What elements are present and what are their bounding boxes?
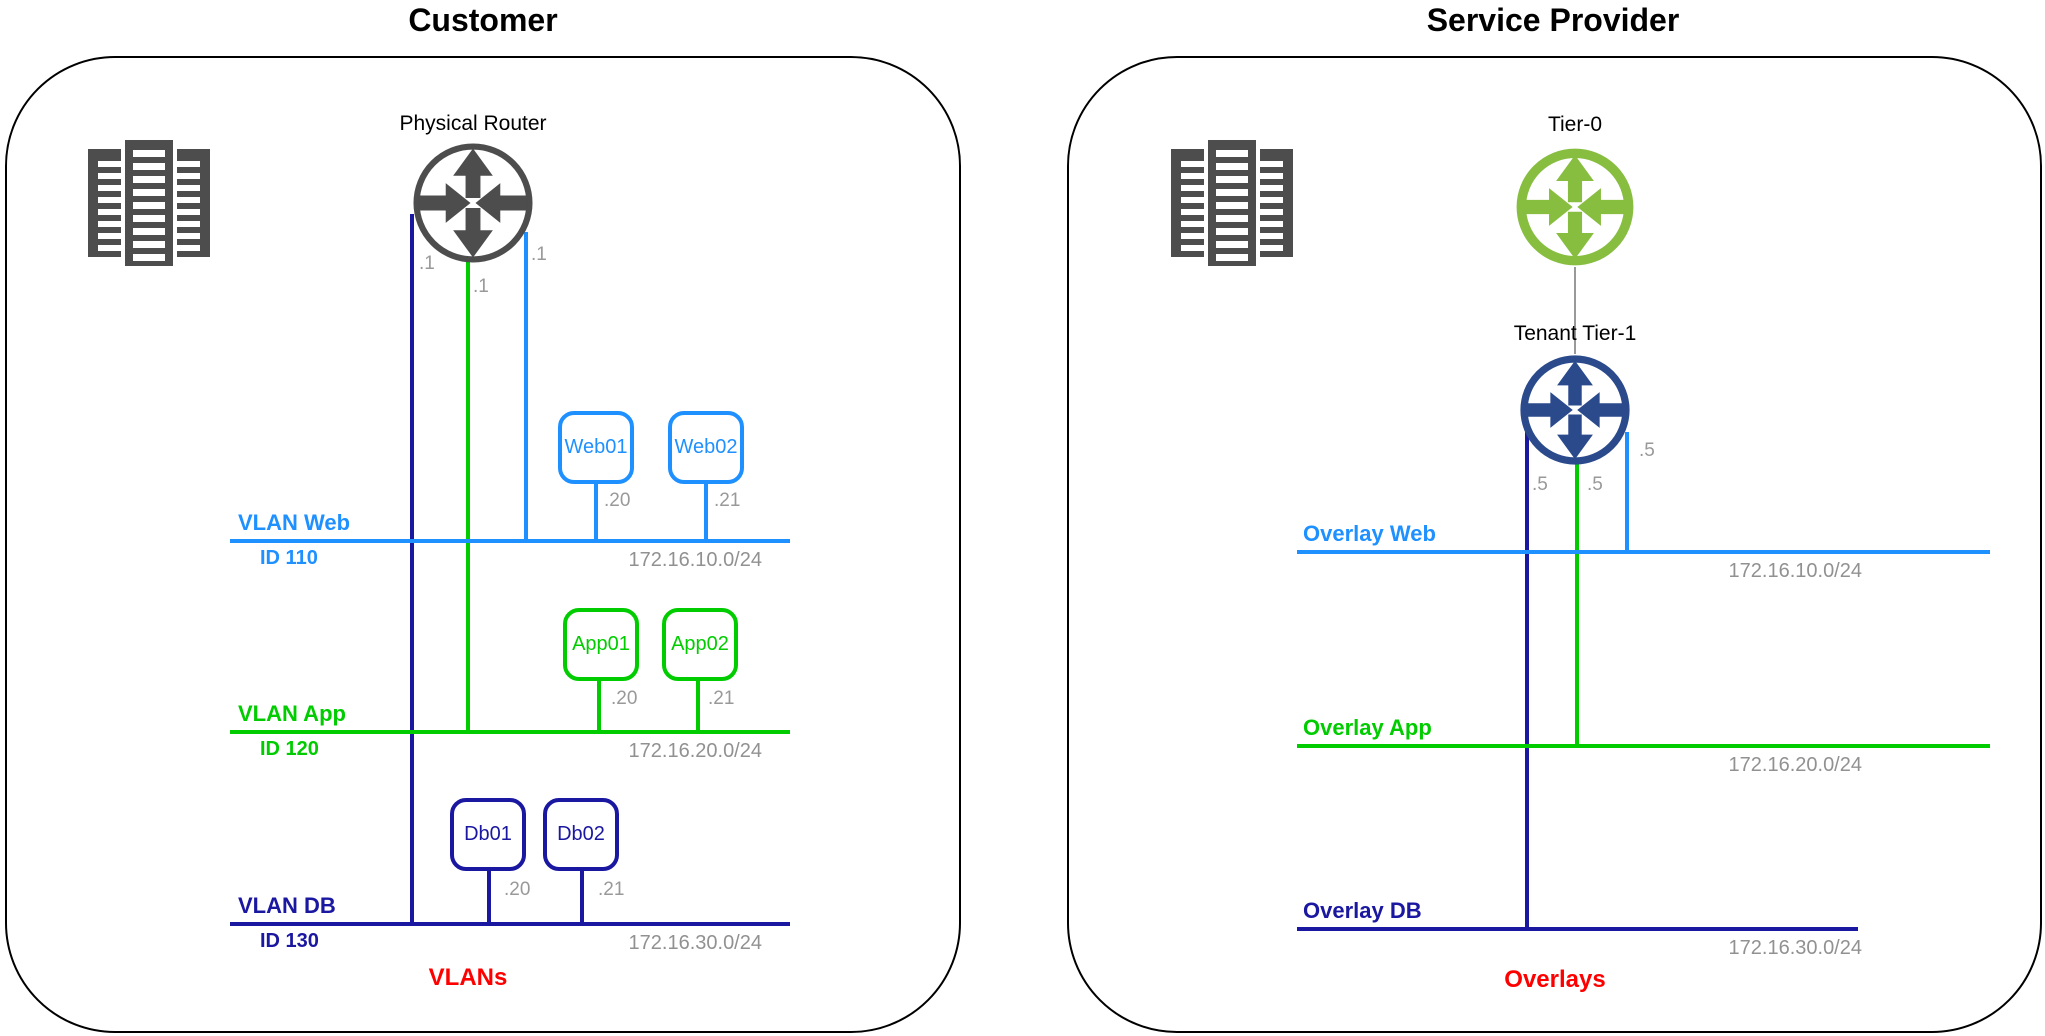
tier1-router-icon: [1519, 354, 1631, 466]
vlans-footer-label: VLANs: [428, 964, 508, 991]
host-web01-ip: .20: [604, 490, 631, 511]
host-db02: Db02: [543, 798, 619, 871]
vlan-app-cidr: 172.16.20.0/24: [628, 740, 762, 762]
physical-router-label: Physical Router: [399, 112, 547, 135]
overlay-db-cidr: 172.16.30.0/24: [1728, 937, 1862, 959]
tier0-router-icon: [1516, 148, 1634, 266]
tier1-label: Tenant Tier-1: [1513, 322, 1637, 345]
host-web01: Web01: [558, 411, 634, 484]
vlan-web-segment: [230, 539, 790, 543]
host-db01: Db01: [450, 798, 526, 871]
host-db01-ip: .20: [504, 879, 531, 900]
datacenter-rack-icon: [88, 140, 210, 266]
host-app01-ip: .20: [611, 688, 638, 709]
service-provider-title: Service Provider: [1426, 2, 1680, 38]
overlay-trunk-web: [1625, 432, 1629, 552]
vlan-app-segment: [230, 730, 790, 734]
host-db01-label: Db01: [464, 823, 512, 845]
vlan-db-name: VLAN DB: [238, 893, 336, 918]
vlan-web-name: VLAN Web: [238, 510, 351, 535]
gateway-ip-app: .1: [473, 276, 489, 297]
trunk-line-app: [466, 262, 470, 732]
tier0-label: Tier-0: [1547, 113, 1603, 136]
host-web02-ip: .21: [714, 490, 741, 511]
overlay-trunk-app: [1575, 463, 1579, 746]
app02-link: [696, 679, 700, 734]
overlay-web-cidr: 172.16.10.0/24: [1728, 560, 1862, 582]
host-app02: App02: [662, 608, 738, 681]
datacenter-rack-icon: [1171, 140, 1293, 266]
vlan-app-id: ID 120: [260, 738, 319, 760]
customer-title: Customer: [408, 2, 558, 38]
host-web01-label: Web01: [564, 436, 628, 458]
tier1-ip-web: .5: [1639, 440, 1655, 461]
overlay-db-segment: [1297, 927, 1858, 931]
tier1-ip-db: .5: [1532, 474, 1548, 495]
host-web02: Web02: [668, 411, 744, 484]
web01-link: [594, 482, 598, 541]
db01-link: [487, 869, 491, 926]
tier1-ip-app: .5: [1587, 474, 1603, 495]
vlan-web-id: ID 110: [260, 547, 318, 569]
gateway-ip-web: .1: [531, 244, 547, 265]
host-app01-label: App01: [572, 633, 630, 655]
overlay-db-name: Overlay DB: [1303, 898, 1422, 923]
host-app02-label: App02: [671, 633, 729, 655]
physical-router-icon: [411, 141, 535, 265]
gateway-ip-db: .1: [419, 253, 435, 274]
vlan-db-cidr: 172.16.30.0/24: [628, 932, 762, 954]
overlay-trunk-db: [1525, 428, 1529, 929]
overlay-app-cidr: 172.16.20.0/24: [1728, 754, 1862, 776]
vlan-app-name: VLAN App: [238, 701, 346, 726]
host-db02-label: Db02: [557, 823, 605, 845]
vlan-web-cidr: 172.16.10.0/24: [628, 549, 762, 571]
app01-link: [597, 679, 601, 734]
overlay-app-name: Overlay App: [1303, 715, 1432, 740]
trunk-line-web: [524, 232, 528, 541]
vlan-db-segment: [230, 922, 790, 926]
overlay-web-segment: [1297, 550, 1990, 554]
vlan-db-id: ID 130: [260, 930, 319, 952]
overlays-footer-label: Overlays: [1504, 966, 1606, 993]
host-web02-label: Web02: [674, 436, 738, 458]
overlay-app-segment: [1297, 744, 1990, 748]
host-app02-ip: .21: [708, 688, 735, 709]
host-app01: App01: [563, 608, 639, 681]
db02-link: [580, 869, 584, 926]
tier0-tier1-link: [1574, 267, 1576, 354]
overlay-web-name: Overlay Web: [1303, 521, 1436, 546]
trunk-line-db: [410, 214, 414, 924]
web02-link: [704, 482, 708, 541]
host-db02-ip: .21: [598, 879, 625, 900]
